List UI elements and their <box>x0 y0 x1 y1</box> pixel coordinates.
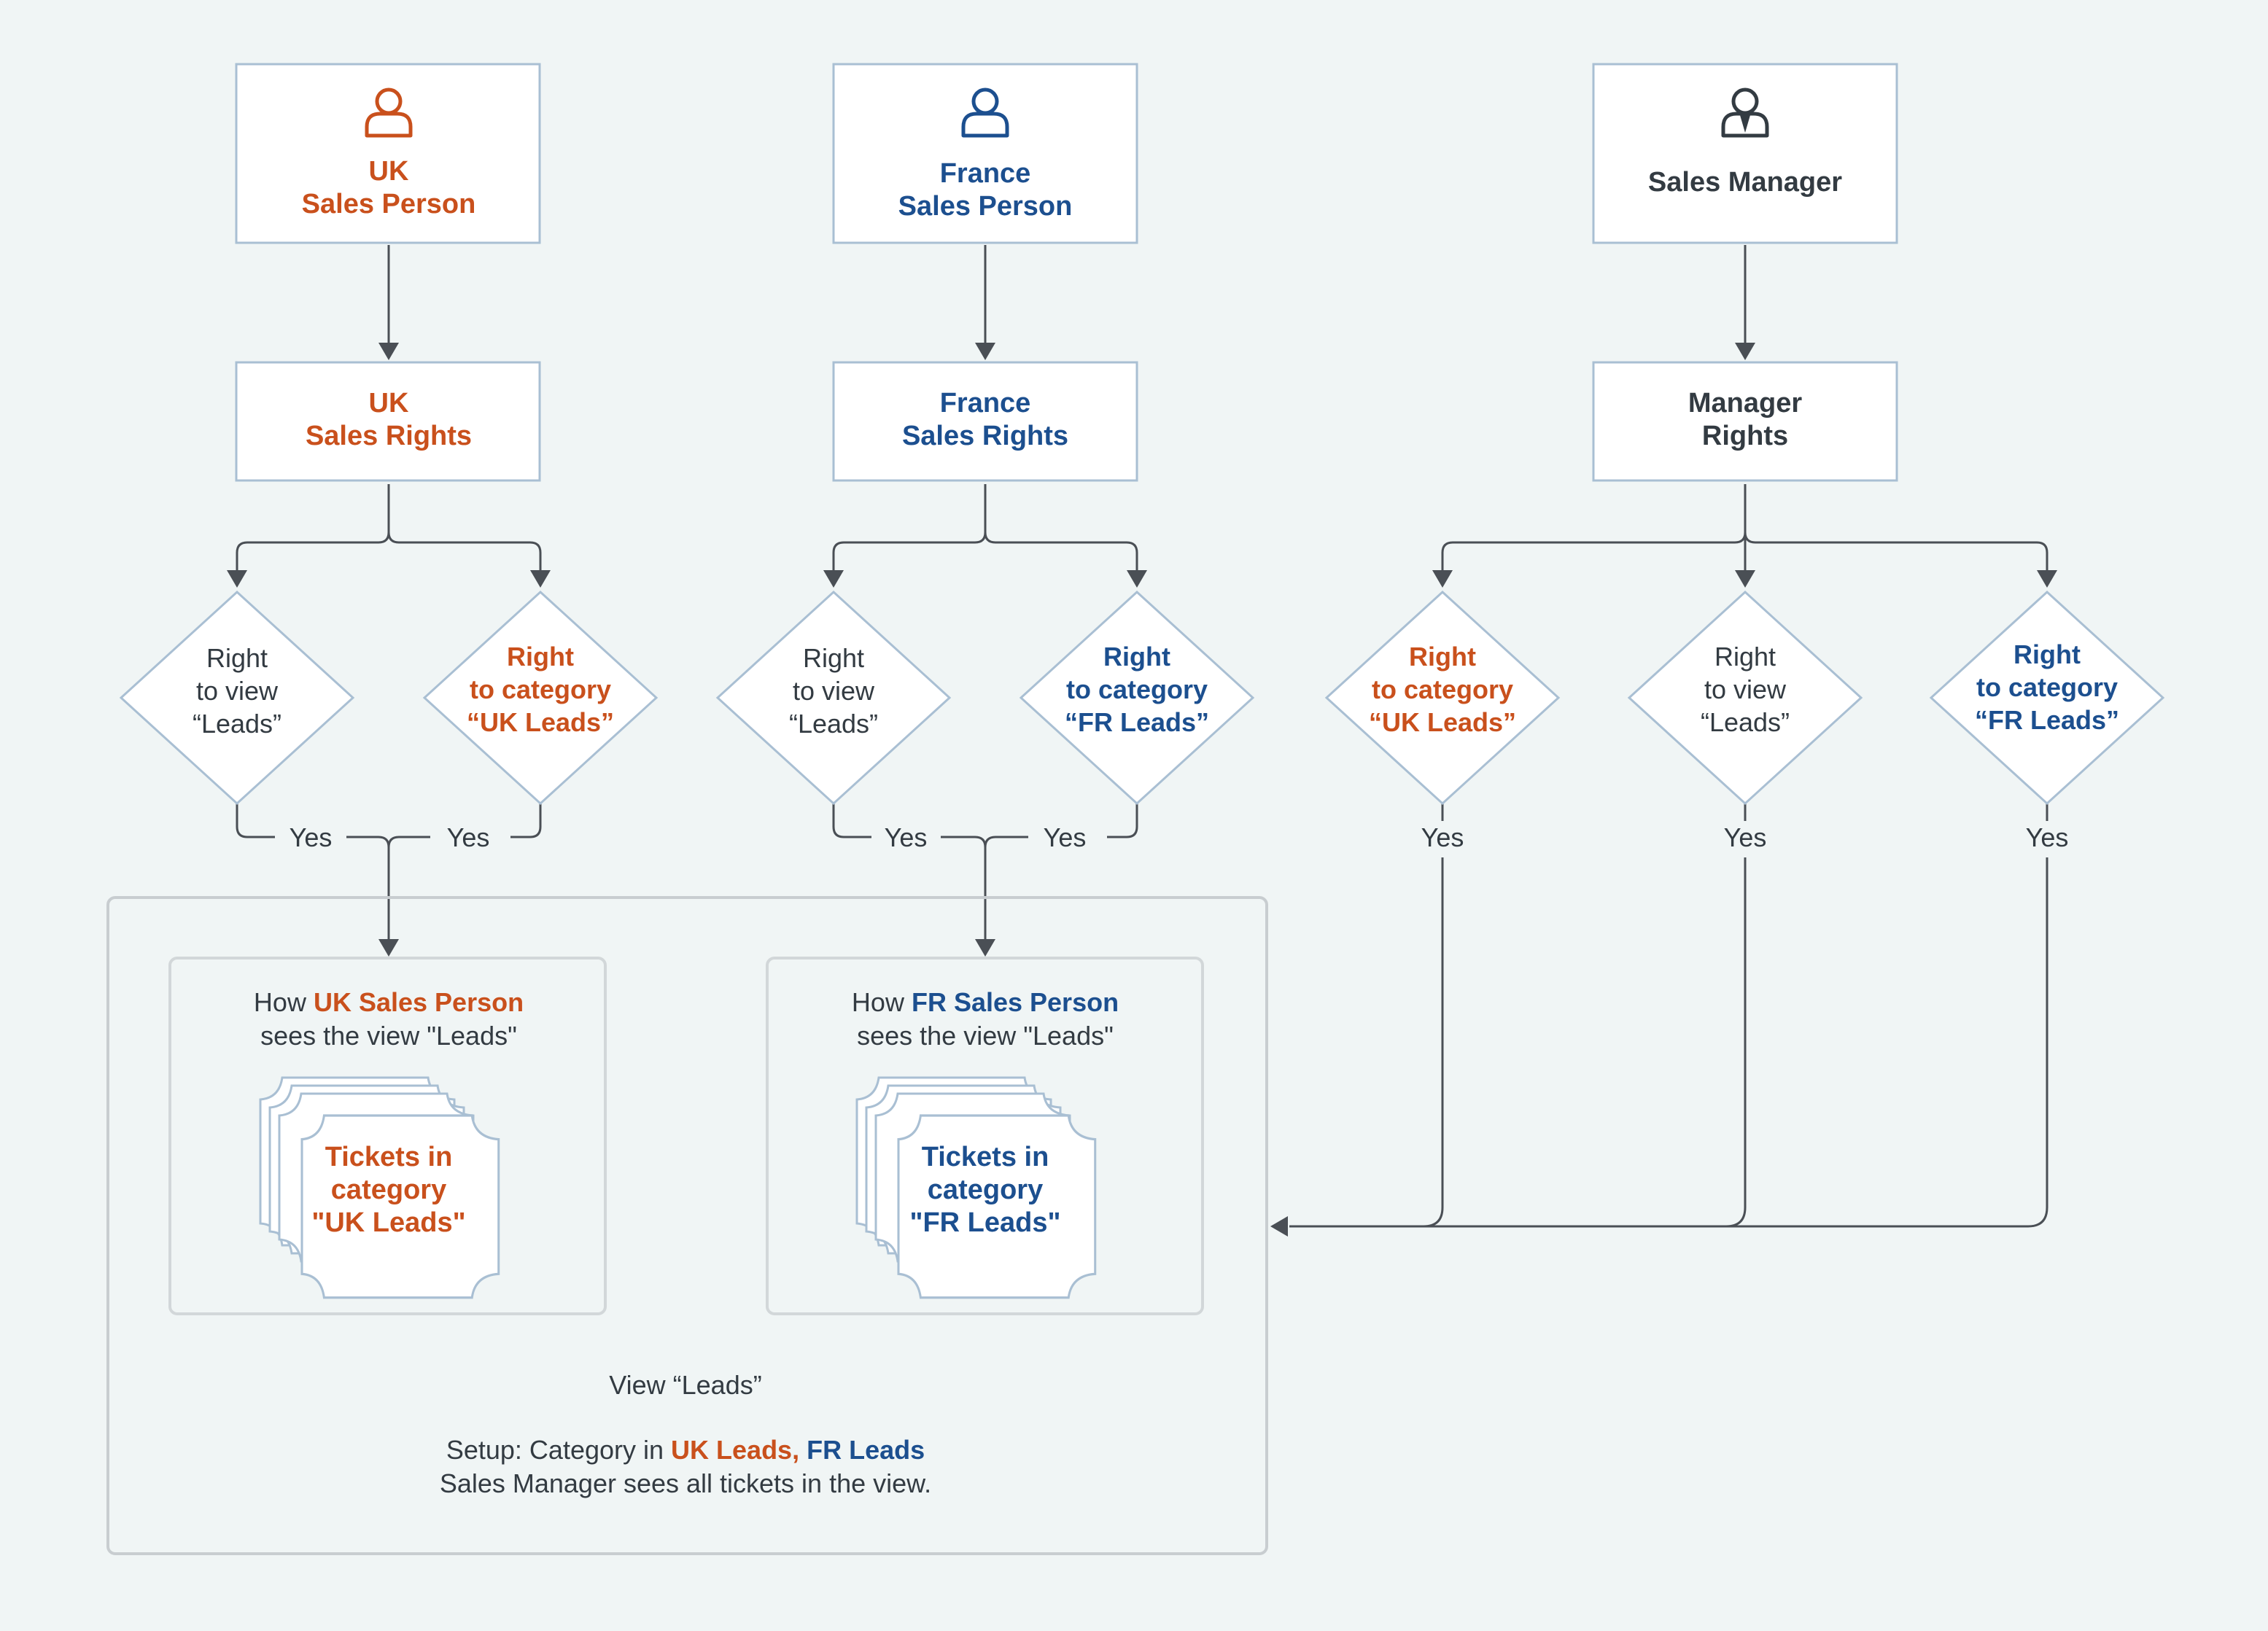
role-box-sales-manager: Sales Manager <box>1592 63 1898 244</box>
role-title-line2: Sales Person <box>302 189 476 219</box>
svg-text:“FR Leads”: “FR Leads” <box>1975 705 2119 735</box>
decision-manager-fr-category: Right to category “FR Leads” <box>1929 590 2165 806</box>
role-title-line1: France <box>940 158 1031 189</box>
rights-box-uk: UK Sales Rights <box>235 361 541 482</box>
yes-label: Yes <box>447 822 490 852</box>
ticket-label-line1: Tickets in <box>922 1142 1049 1172</box>
ticket-label-line3: "FR Leads" <box>909 1207 1060 1238</box>
svg-text:Right: Right <box>1103 642 1170 672</box>
svg-text:to category: to category <box>1372 674 1513 704</box>
panel-fr-sales-person-view: How FR Sales Person sees the view "Leads… <box>766 957 1204 1315</box>
rights-title-line2: Sales Rights <box>306 421 472 451</box>
rights-title-line2: Rights <box>1702 421 1788 451</box>
svg-text:to view: to view <box>793 676 875 706</box>
rights-title-line1: UK <box>369 388 409 419</box>
manager-icon <box>1723 90 1767 136</box>
svg-text:“UK Leads”: “UK Leads” <box>1369 707 1516 737</box>
decision-manager-uk-category: Right to category “UK Leads” <box>1324 590 1561 806</box>
svg-text:Right: Right <box>803 643 864 673</box>
ticket-label-line2: category <box>928 1175 1043 1205</box>
rights-title-line2: Sales Rights <box>902 421 1068 451</box>
role-title-line2: Sales Person <box>898 191 1073 222</box>
yes-label: Yes <box>1421 822 1464 852</box>
svg-text:Right: Right <box>2013 639 2081 669</box>
yes-label: Yes <box>1724 822 1767 852</box>
decision-uk-category: Right to category “UK Leads” <box>422 590 659 806</box>
svg-text:to view: to view <box>1704 674 1787 704</box>
role-box-france-sales-person: France Sales Person <box>832 63 1138 244</box>
panel-subheading: sees the view "Leads" <box>260 1021 517 1051</box>
svg-text:to category: to category <box>1976 672 2118 702</box>
svg-text:“UK Leads”: “UK Leads” <box>467 707 614 737</box>
yes-labels: Yes Yes Yes Yes Yes Yes Yes <box>290 822 2069 852</box>
rights-box-france: France Sales Rights <box>832 361 1138 482</box>
svg-text:Right: Right <box>507 642 574 672</box>
svg-text:to view: to view <box>196 676 279 706</box>
decision-view-leads-uk: Right to view “Leads” <box>119 590 355 806</box>
svg-text:Right: Right <box>206 643 268 673</box>
panel-subheading: sees the view "Leads" <box>857 1021 1114 1051</box>
role-box-uk-sales-person: UK Sales Person <box>235 63 541 244</box>
connectors <box>227 245 2057 1237</box>
ticket-label-line1: Tickets in <box>325 1142 453 1172</box>
decision-fr-category: Right to category “FR Leads” <box>1019 590 1255 806</box>
decision-manager-view-leads: Right to view “Leads” <box>1627 590 1863 806</box>
yes-label: Yes <box>2026 822 2069 852</box>
panel-heading: How FR Sales Person <box>852 987 1119 1017</box>
svg-text:Right: Right <box>1409 642 1476 672</box>
role-title-line1: UK <box>369 156 409 187</box>
rights-box-manager: Manager Rights <box>1592 361 1898 482</box>
svg-text:to category: to category <box>470 674 611 704</box>
panel-uk-sales-person-view: How UK Sales Person sees the view "Leads… <box>168 957 607 1315</box>
yes-label: Yes <box>290 822 333 852</box>
view-setup: Setup: Category in UK Leads, FR Leads <box>446 1435 925 1465</box>
svg-text:to category: to category <box>1066 674 1208 704</box>
rights-title-line1: Manager <box>1688 388 1802 419</box>
decision-view-leads-fr: Right to view “Leads” <box>715 590 952 806</box>
svg-text:“Leads”: “Leads” <box>193 709 281 739</box>
view-title: View “Leads” <box>609 1370 761 1400</box>
svg-text:Right: Right <box>1714 642 1776 672</box>
ticket-label-line3: "UK Leads" <box>311 1207 465 1238</box>
yes-label: Yes <box>885 822 928 852</box>
svg-text:“Leads”: “Leads” <box>789 709 878 739</box>
rights-title-line1: France <box>940 388 1031 419</box>
svg-text:“FR Leads”: “FR Leads” <box>1065 707 1209 737</box>
role-title: Sales Manager <box>1648 167 1842 198</box>
panel-heading: How UK Sales Person <box>254 987 524 1017</box>
ticket-label-line2: category <box>331 1175 446 1205</box>
view-leads-container: How UK Sales Person sees the view "Leads… <box>106 896 1268 1555</box>
svg-text:“Leads”: “Leads” <box>1701 707 1790 737</box>
yes-label: Yes <box>1044 822 1087 852</box>
view-note: Sales Manager sees all tickets in the vi… <box>440 1468 931 1498</box>
